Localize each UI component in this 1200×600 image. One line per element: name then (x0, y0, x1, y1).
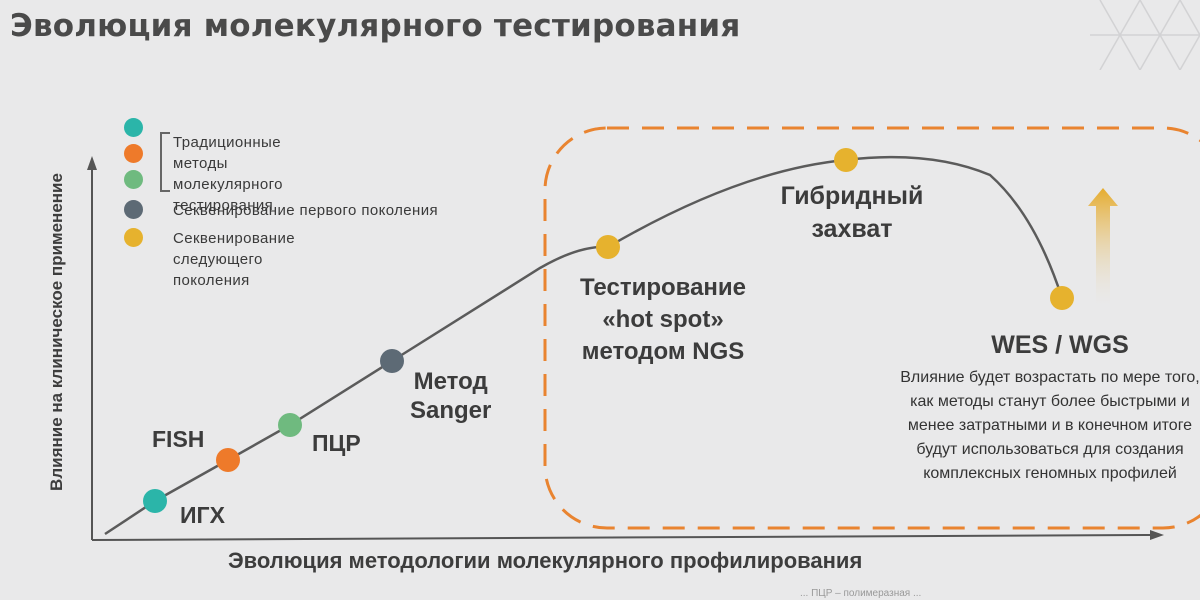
sanger-label: Метод Sanger (410, 368, 492, 424)
fish-label: FISH (152, 426, 205, 452)
hybrid-capture-label: Гибридный захват (780, 182, 924, 243)
fish-point (216, 448, 240, 472)
x-axis-arrowhead (1150, 530, 1164, 540)
hybrid-capture-point (834, 148, 858, 172)
igh-point (143, 489, 167, 513)
sanger-point (380, 349, 404, 373)
legend-dot-gold (124, 228, 143, 247)
future-methods-frame (543, 126, 1200, 530)
legend-dot-orange (124, 144, 143, 163)
future-description: Влияние будет возрастать по мере того, к… (900, 369, 1200, 482)
legend-brace (160, 132, 170, 192)
wes-wgs-label: WES / WGS (991, 331, 1129, 359)
legend-dot-slate (124, 200, 143, 219)
x-axis-label: Эволюция методологии молекулярного профи… (228, 548, 863, 573)
growth-arrow (1088, 188, 1118, 306)
evolution-curve (104, 155, 1064, 536)
legend-dot-teal (124, 118, 143, 137)
wes-wgs-point (1050, 286, 1074, 310)
legend-traditional: Традиционные методы молекулярного тестир… (173, 134, 283, 214)
y-axis-arrowhead (87, 156, 97, 170)
footnote: ... ПЦР – полимеразная ... (800, 588, 922, 599)
legend-next-generation: Секвенирование следующего поколения (173, 230, 295, 289)
hotspot-point (596, 235, 620, 259)
hotspot-label: Тестирование «hot spot» методом NGS (579, 274, 747, 365)
slide-title: Эволюция молекулярного тестирования (10, 8, 741, 44)
legend-dot-green (124, 170, 143, 189)
y-axis-label: Влияние на клиническое применение (47, 173, 66, 491)
igh-label: ИГХ (180, 502, 225, 528)
pcr-label: ПЦР (312, 430, 361, 456)
pcr-point (278, 413, 302, 437)
x-axis (91, 534, 1151, 541)
legend-first-generation: Секвенирование первого поколения (173, 202, 439, 219)
triangle-pattern-decoration (1090, 0, 1200, 70)
